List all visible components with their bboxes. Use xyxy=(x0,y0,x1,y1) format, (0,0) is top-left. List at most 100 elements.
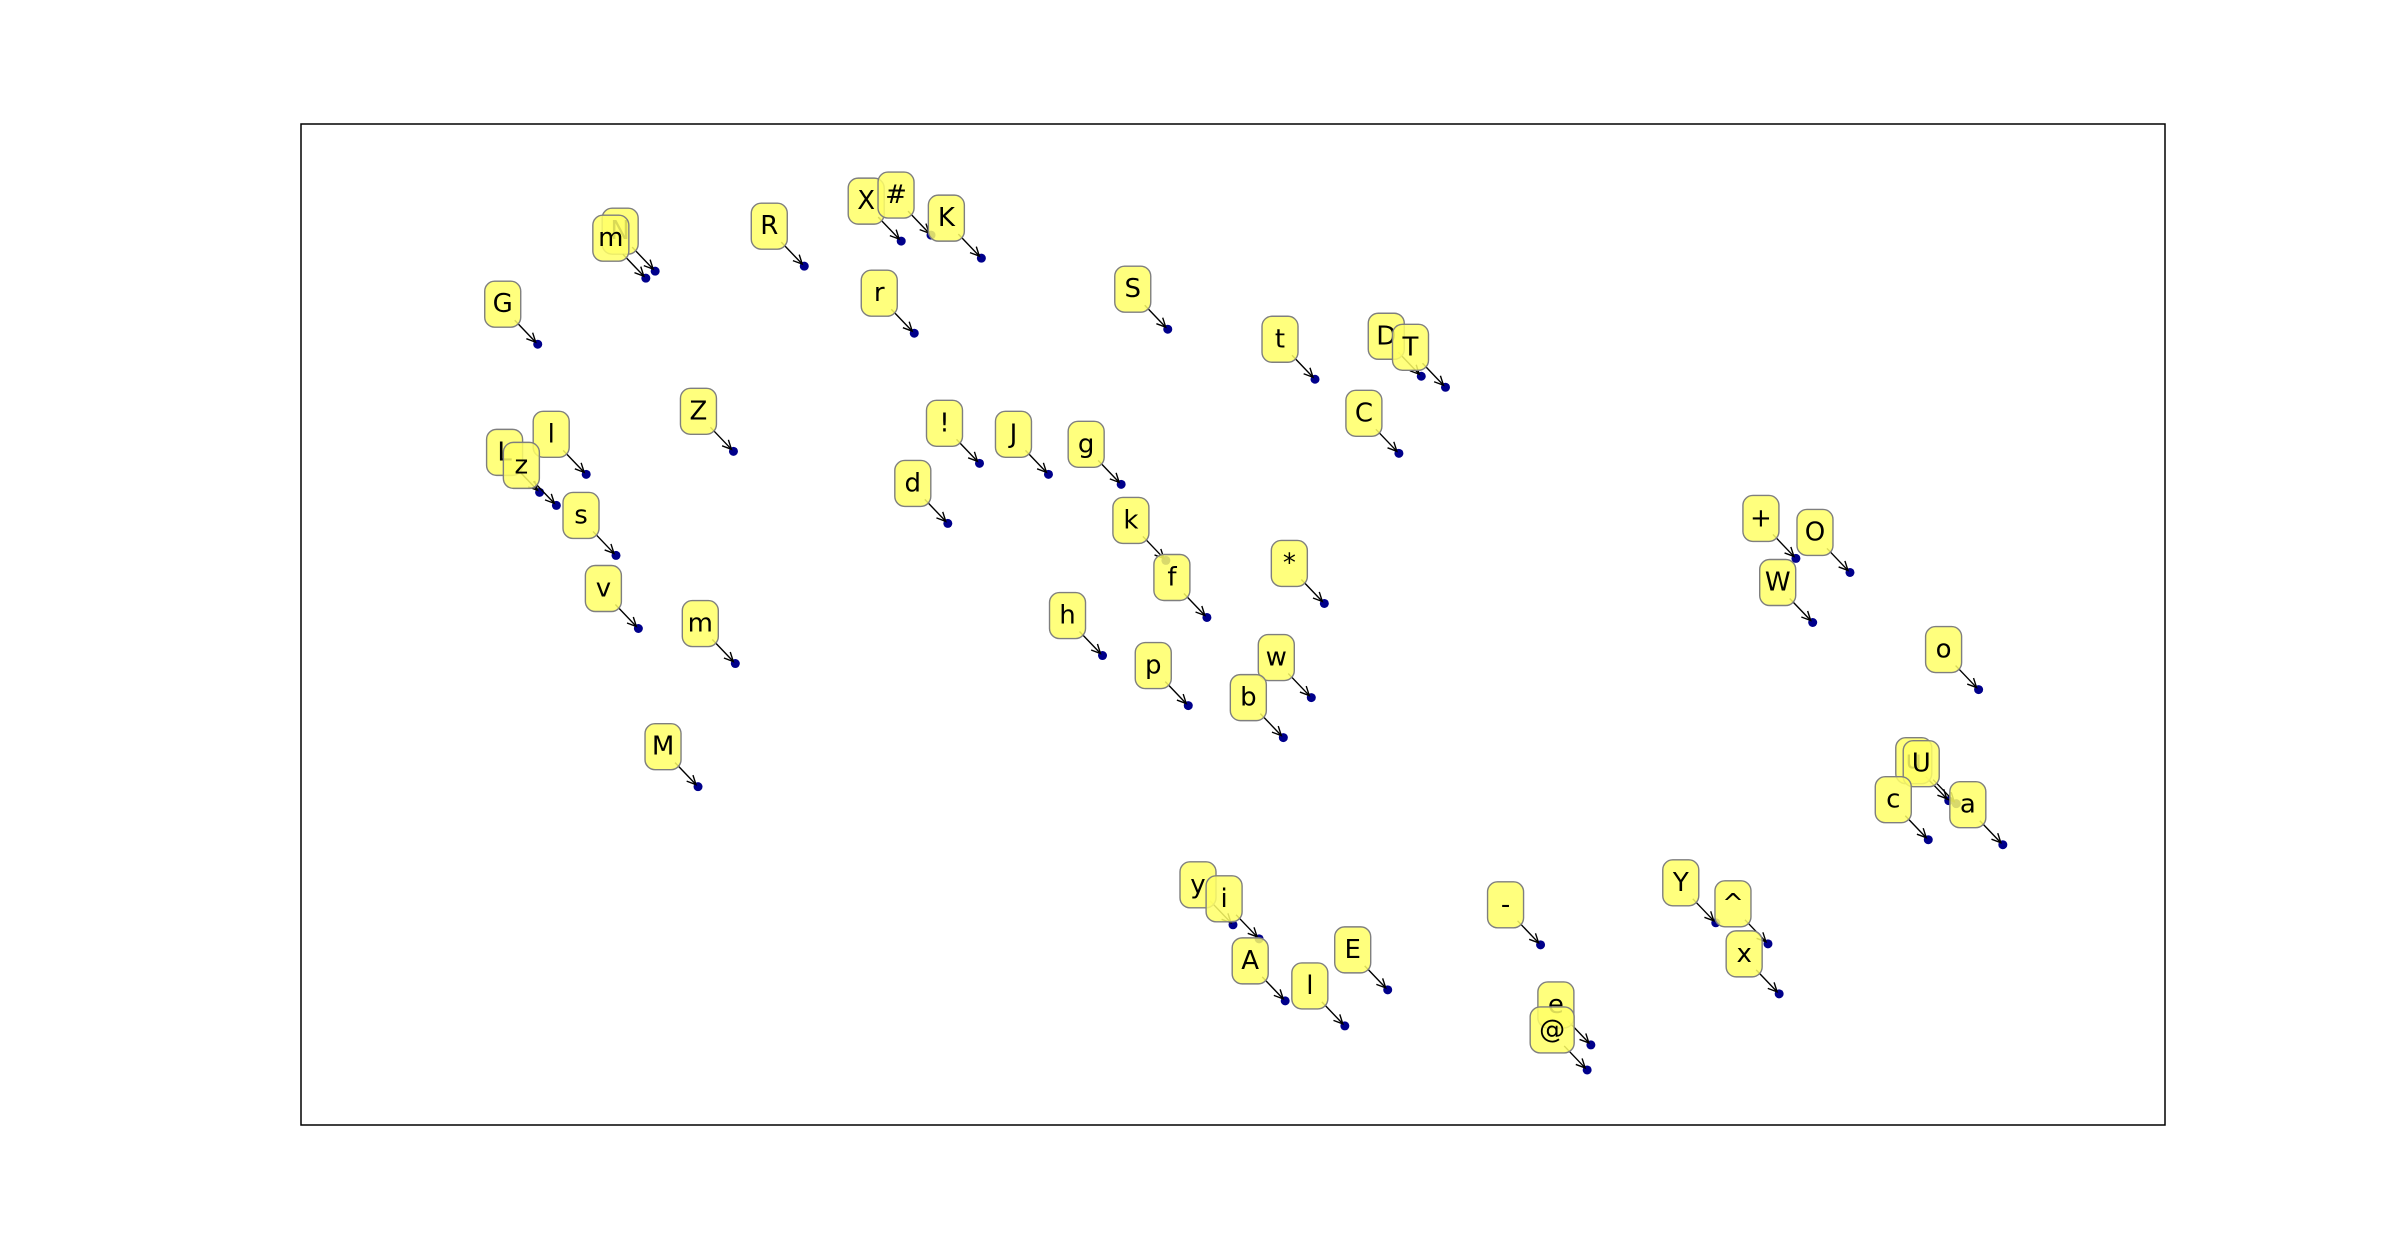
label-box xyxy=(877,171,915,219)
annotation-29: m xyxy=(681,599,740,669)
label-box xyxy=(584,564,623,613)
point-label: c xyxy=(1886,785,1900,815)
point-label: M xyxy=(652,732,674,762)
label-box xyxy=(994,410,1033,459)
point-label: o xyxy=(1936,635,1952,665)
annotation-arrowhead xyxy=(1433,375,1445,387)
annotation-20: g xyxy=(1067,420,1126,489)
annotation-arrowhead xyxy=(1195,605,1207,617)
annotation-arrowhead xyxy=(574,462,586,474)
annotations-layer: NmRX#KGrStDTCZlLzs!Jgdkf*+OWvmhpwboMuUca… xyxy=(484,171,2008,1075)
annotation-33: b xyxy=(1229,673,1288,743)
label-box xyxy=(532,410,570,459)
label-box xyxy=(484,280,522,328)
point-label: y xyxy=(1190,870,1205,900)
annotation-32: w xyxy=(1257,633,1316,703)
point-label: r xyxy=(874,278,885,308)
annotation-arrowhead xyxy=(889,229,901,241)
annotation-arrowhead xyxy=(723,651,735,663)
point-label: @ xyxy=(1539,1015,1565,1045)
point-label: G xyxy=(493,289,513,319)
point-label: O xyxy=(1805,517,1825,547)
annotation-arrowhead xyxy=(526,332,537,344)
point-label: * xyxy=(1283,548,1296,578)
annotation-21: d xyxy=(894,459,953,528)
point-label: k xyxy=(1123,505,1138,535)
annotation-arrowhead xyxy=(1528,933,1540,944)
point-label: Z xyxy=(690,396,708,426)
point-label: E xyxy=(1344,935,1360,965)
point-label: R xyxy=(760,211,778,241)
annotation-30: h xyxy=(1048,591,1108,661)
annotation-47: E xyxy=(1334,926,1393,995)
annotation-arrowhead xyxy=(1176,693,1188,705)
label-box xyxy=(679,387,718,436)
annotation-arrowhead xyxy=(1966,677,1978,689)
annotation-43: Y xyxy=(1662,859,1721,928)
label-box xyxy=(1714,880,1752,928)
label-box xyxy=(1345,389,1383,438)
point-label: p xyxy=(1145,651,1162,681)
annotation-25: + xyxy=(1742,494,1801,563)
point-label: + xyxy=(1750,503,1772,533)
point-label: J xyxy=(1008,419,1018,449)
annotation-arrowhead xyxy=(686,774,698,786)
label-box xyxy=(1725,930,1763,978)
annotation-arrowhead xyxy=(1579,1033,1590,1045)
label-box xyxy=(1874,776,1912,824)
point-label: d xyxy=(905,468,922,498)
point-label: l xyxy=(1306,971,1313,1001)
label-box xyxy=(502,441,541,490)
point-label: b xyxy=(1240,683,1257,713)
label-box xyxy=(1270,539,1309,588)
label-box xyxy=(1231,937,1269,985)
annotation-44: ^ xyxy=(1714,880,1773,949)
annotation-arrowhead xyxy=(1575,1058,1587,1070)
point-label: X xyxy=(857,186,875,216)
label-box xyxy=(1229,673,1268,722)
point-label: a xyxy=(1960,790,1976,820)
annotation-42: - xyxy=(1486,881,1546,950)
annotation-arrowhead xyxy=(1036,462,1048,474)
annotation-arrowhead xyxy=(1704,911,1715,922)
annotation-12: C xyxy=(1345,389,1404,458)
point-label: i xyxy=(1220,884,1227,914)
annotation-11: T xyxy=(1391,323,1450,392)
label-box xyxy=(1924,625,1963,674)
point-label: ! xyxy=(939,408,949,438)
point-label: ^ xyxy=(1722,889,1744,919)
point-label: D xyxy=(1376,321,1396,351)
label-box xyxy=(1334,926,1372,974)
annotation-24: * xyxy=(1270,539,1329,608)
annotation-arrowhead xyxy=(1247,927,1259,938)
label-box xyxy=(927,194,966,242)
point-label: t xyxy=(1275,324,1285,354)
point-label: g xyxy=(1078,429,1095,459)
annotation-arrowhead xyxy=(1109,472,1121,484)
annotation-10: D xyxy=(1367,312,1426,381)
annotation-arrowhead xyxy=(1991,832,2002,844)
annotation-7: r xyxy=(860,269,919,338)
annotation-39: a xyxy=(1949,781,2008,850)
label-box xyxy=(1486,881,1525,929)
annotation-arrowhead xyxy=(1303,367,1315,379)
annotation-45: x xyxy=(1725,930,1784,999)
label-box xyxy=(1796,508,1834,557)
annotation-46: A xyxy=(1231,937,1290,1006)
annotation-14: l xyxy=(532,410,591,479)
label-box xyxy=(1134,641,1172,690)
label-box xyxy=(1048,591,1087,640)
label-box xyxy=(894,459,932,508)
label-box xyxy=(1112,496,1150,545)
label-box xyxy=(1261,315,1299,363)
label-box xyxy=(925,399,964,448)
label-box xyxy=(1257,633,1295,682)
annotation-26: O xyxy=(1796,508,1855,577)
point-label: s xyxy=(574,500,588,530)
point-label: - xyxy=(1501,890,1510,920)
annotation-28: v xyxy=(584,564,643,634)
annotation-35: M xyxy=(644,722,703,792)
annotation-1: m xyxy=(592,214,651,283)
annotation-18: ! xyxy=(925,399,984,468)
